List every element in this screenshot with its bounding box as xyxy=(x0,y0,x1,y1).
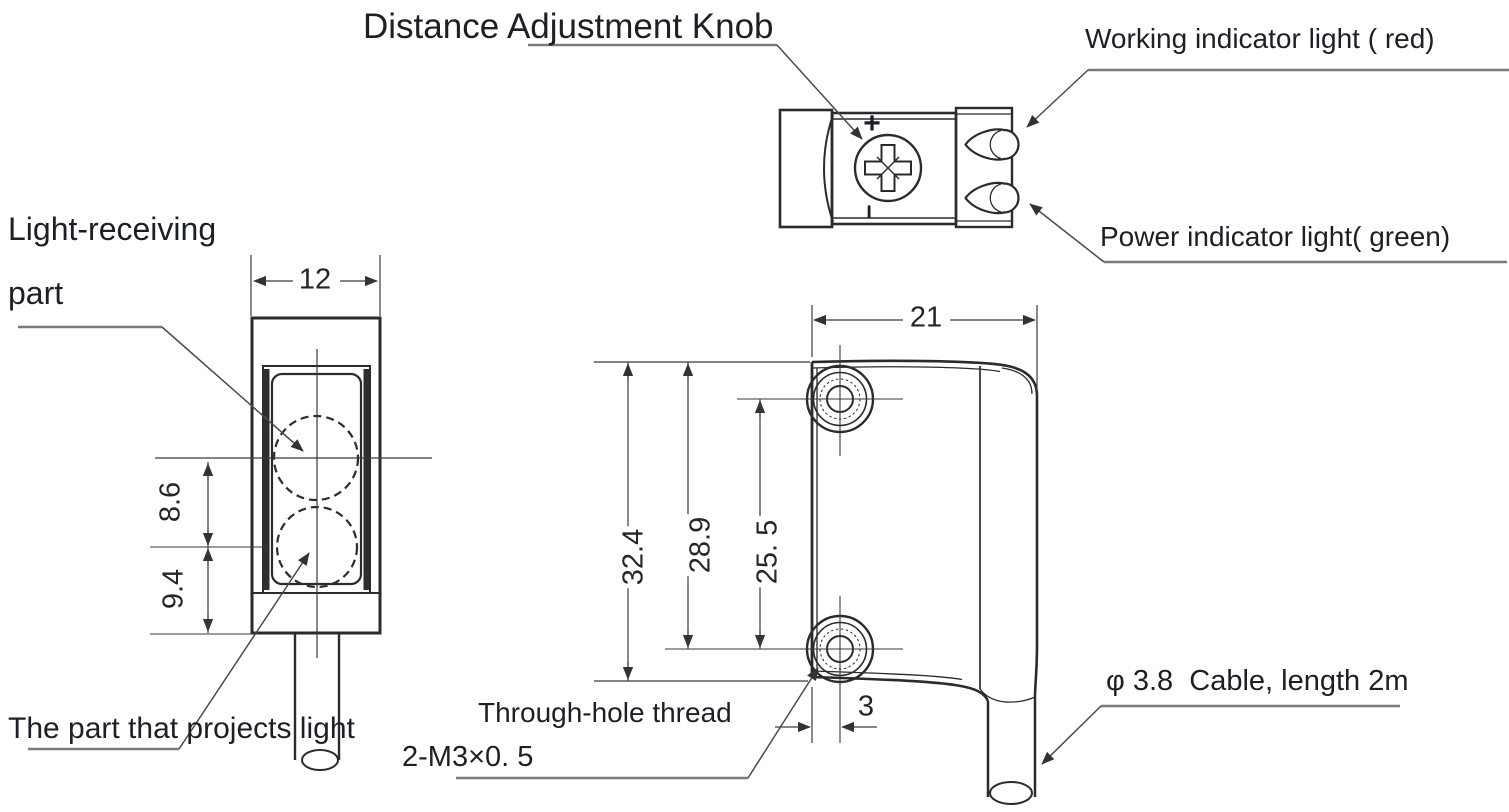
through-hole-thread-label: Through-hole thread xyxy=(478,697,732,728)
power-indicator-label: Power indicator light( green) xyxy=(1100,221,1451,252)
working-indicator-led xyxy=(964,128,1020,161)
projects-light-label: The part that projects light xyxy=(8,712,355,745)
dim-top-to-lower-hole: 28.9 xyxy=(684,513,718,577)
knob-plus-mark: + xyxy=(863,107,881,140)
indicator-block xyxy=(954,106,1014,229)
front-view xyxy=(150,316,432,771)
dim-body-height: 32.4 xyxy=(617,525,651,589)
knob-minus-mark: − xyxy=(854,204,885,220)
leader-lines xyxy=(18,43,1509,780)
leader-arrows xyxy=(161,44,1105,779)
dim-front-width: 12 xyxy=(295,263,335,297)
dim-emitter-offset: 9.4 xyxy=(157,565,191,613)
dim-receiver-offset: 8.6 xyxy=(154,478,188,526)
light-receiving-label-line2: part xyxy=(8,275,64,311)
dim-hole-edge-offset: 3 xyxy=(854,690,878,724)
power-indicator-led xyxy=(964,181,1020,215)
adjustment-knob xyxy=(853,133,923,203)
cable-break xyxy=(989,781,1033,805)
top-body xyxy=(830,111,958,226)
working-indicator-label: Working indicator light ( red) xyxy=(1085,23,1435,54)
distance-adjustment-knob-label: Distance Adjustment Knob xyxy=(363,7,774,46)
light-receiving-label-line1: Light-receiving xyxy=(8,211,217,247)
top-view xyxy=(778,106,1020,229)
front-view-dimensions xyxy=(202,255,381,633)
dim-hole-spacing: 25. 5 xyxy=(751,516,785,588)
cable-label: φ 3.8 Cable, length 2m xyxy=(1106,665,1409,697)
label-underlines xyxy=(18,43,1509,780)
lower-mounting-hole xyxy=(665,596,903,743)
dim-side-width: 21 xyxy=(906,301,946,335)
front-body xyxy=(250,316,382,635)
cable-break xyxy=(301,749,339,771)
side-view xyxy=(665,345,1039,805)
upper-mounting-hole xyxy=(737,345,903,456)
thread-spec-label: 2-M3×0. 5 xyxy=(402,741,534,773)
